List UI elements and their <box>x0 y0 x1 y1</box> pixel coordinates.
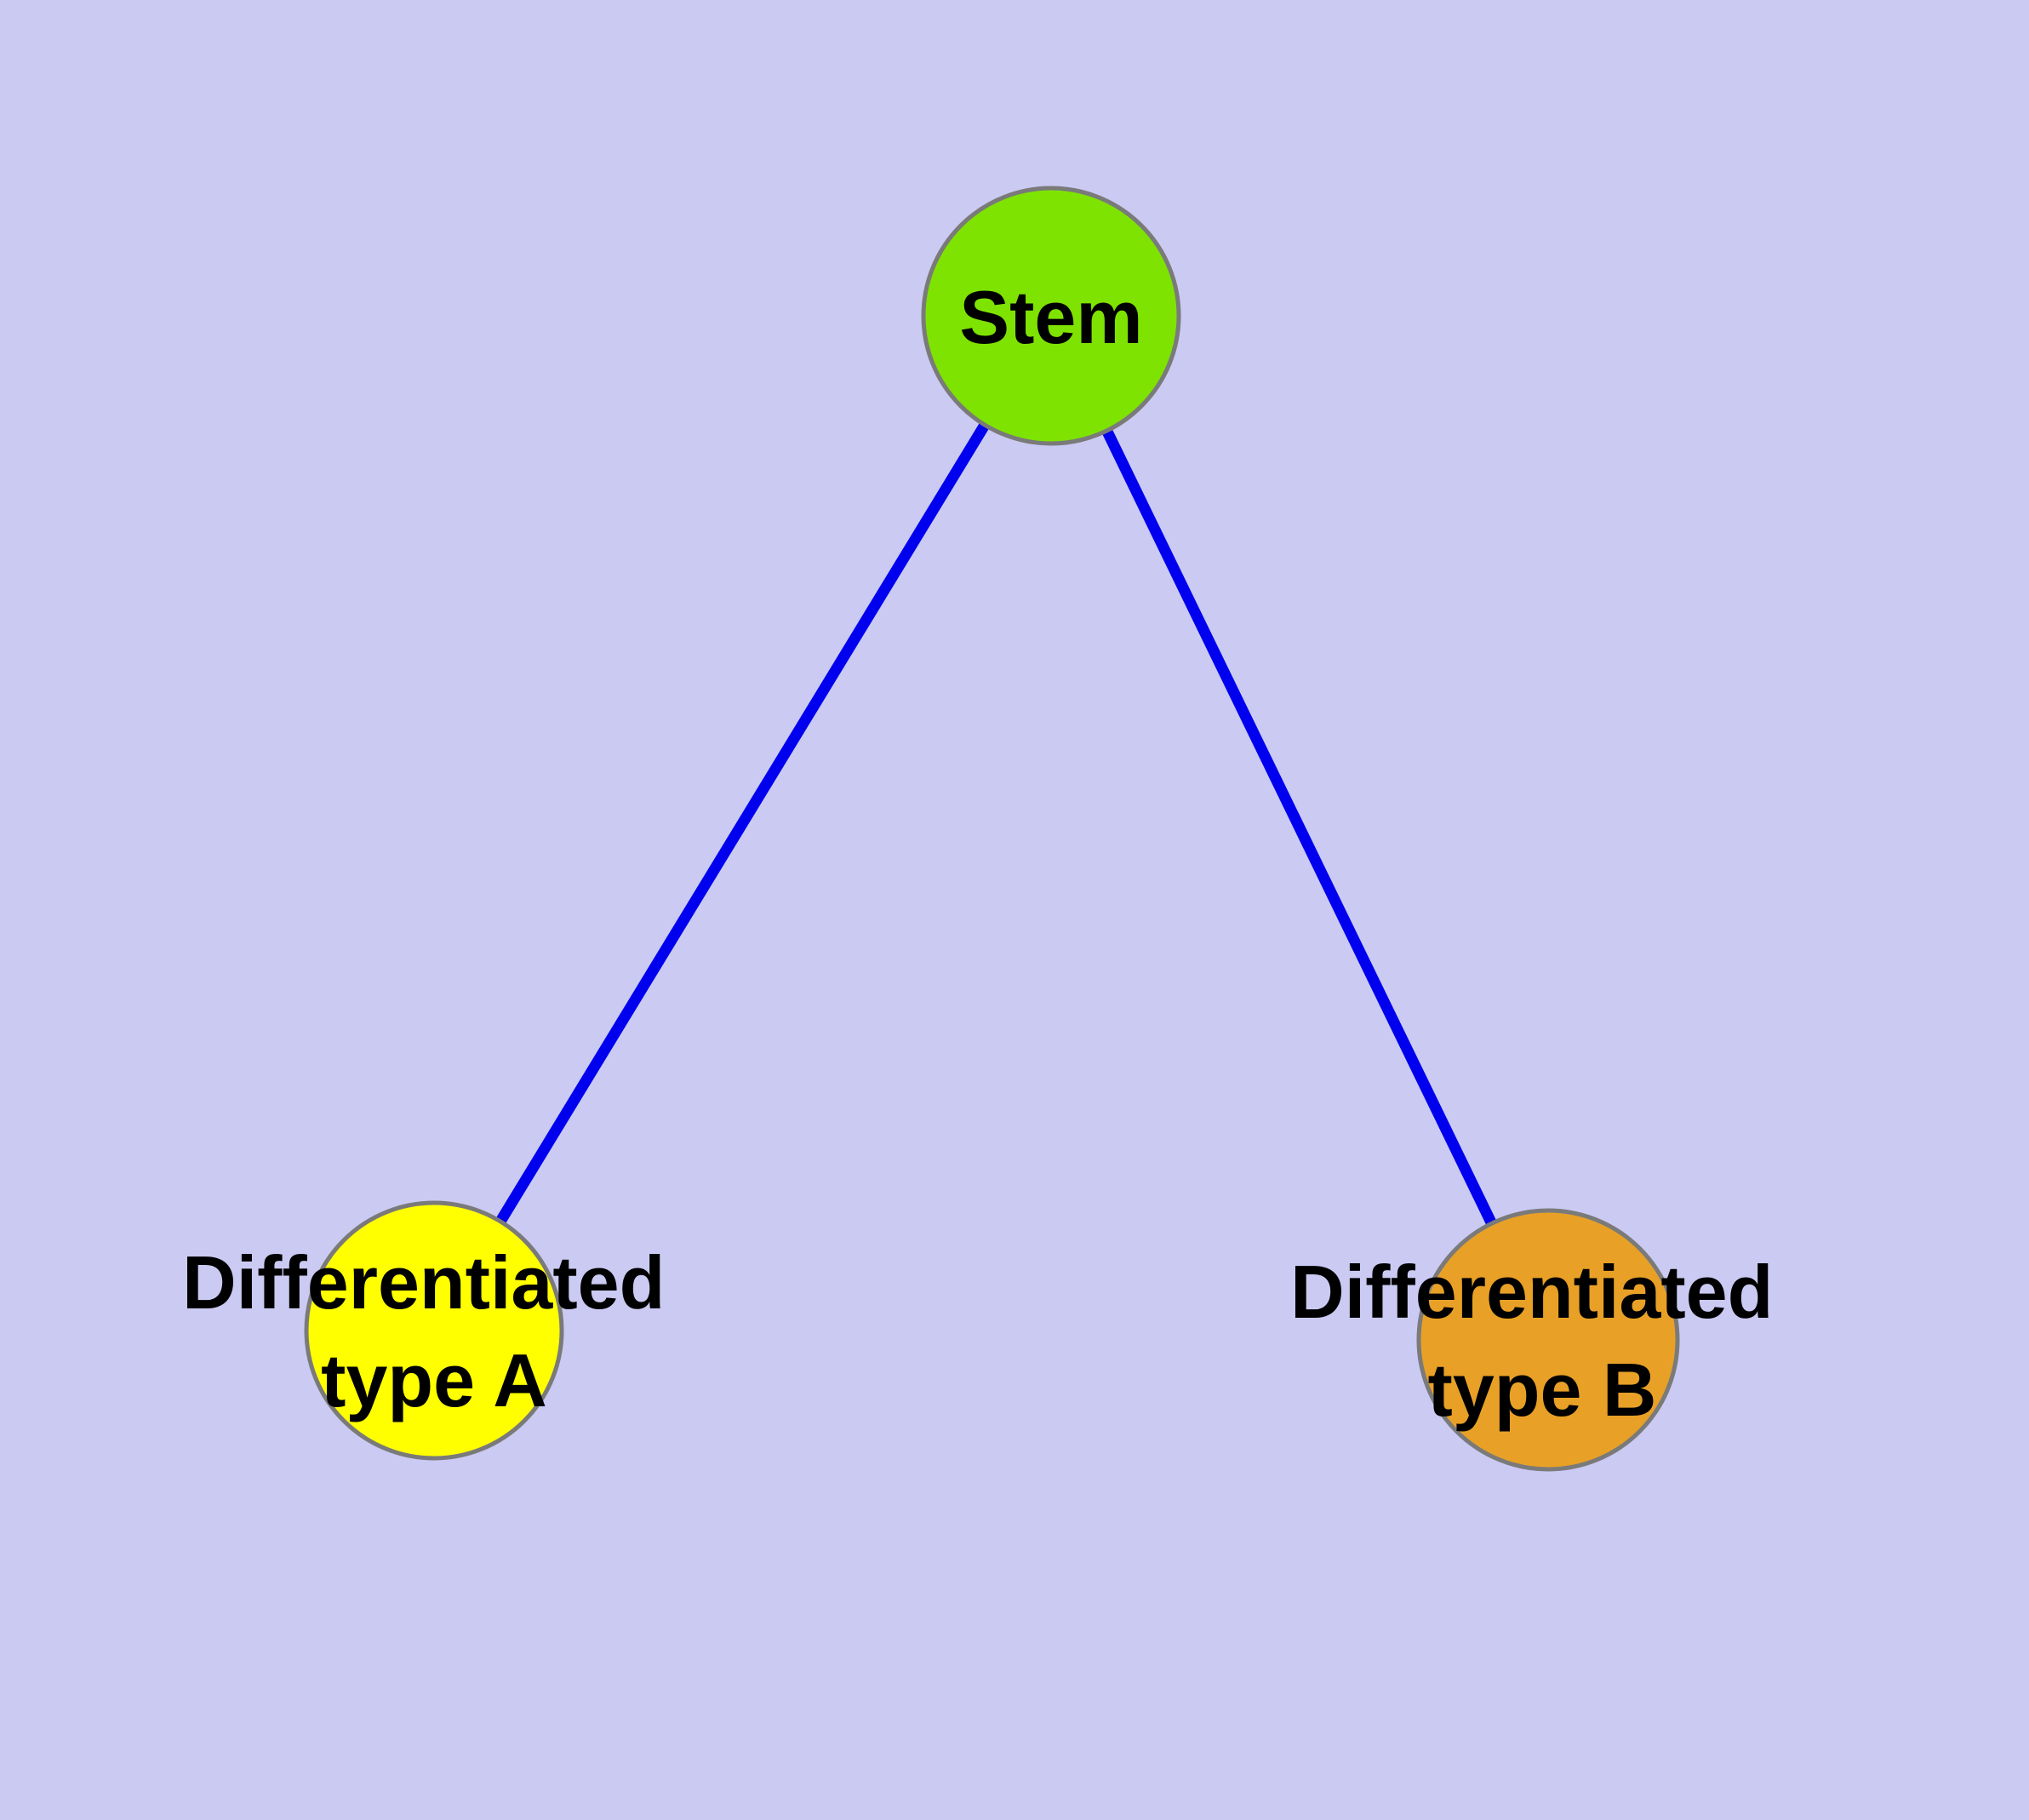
node-stem-label: Stem <box>959 275 1142 359</box>
edge-stem-to-type-a <box>429 312 1056 1334</box>
node-type-b <box>1416 1208 1680 1472</box>
node-type-b-label-line1: Differentiated <box>1290 1250 1773 1334</box>
node-type-b-label-line2: type B <box>1428 1348 1657 1432</box>
node-type-a-label: Differentiated type A <box>182 1240 686 1422</box>
node-type-b-label: Differentiated type B <box>1290 1250 1794 1432</box>
edge-stem-to-type-b <box>1046 313 1553 1342</box>
node-type-a <box>304 1200 564 1461</box>
node-type-a-label-line2: type A <box>321 1338 547 1422</box>
node-type-a-label-line1: Differentiated <box>182 1240 665 1325</box>
node-stem <box>921 186 1181 446</box>
